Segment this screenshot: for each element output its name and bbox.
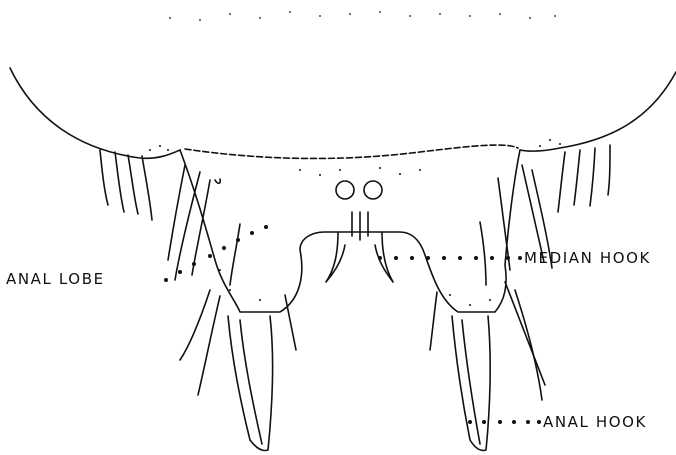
label-anal-lobe: ANAL LOBE [6,272,105,287]
label-median-hook: MEDIAN HOOK [524,251,651,266]
label-anal-hook: ANAL HOOK [543,415,647,430]
label-anal-lobe-text: ANAL LOBE [6,270,105,288]
median-hook-right [375,232,393,282]
upper-segment-outline [10,68,180,158]
left-anal-hook [228,316,273,451]
right-anal-hook [452,316,490,451]
label-median-hook-text: MEDIAN HOOK [524,249,651,267]
median-hook-left [326,232,345,282]
label-anal-hook-text: ANAL HOOK [543,413,647,431]
anal-lobe-plate [180,150,520,312]
